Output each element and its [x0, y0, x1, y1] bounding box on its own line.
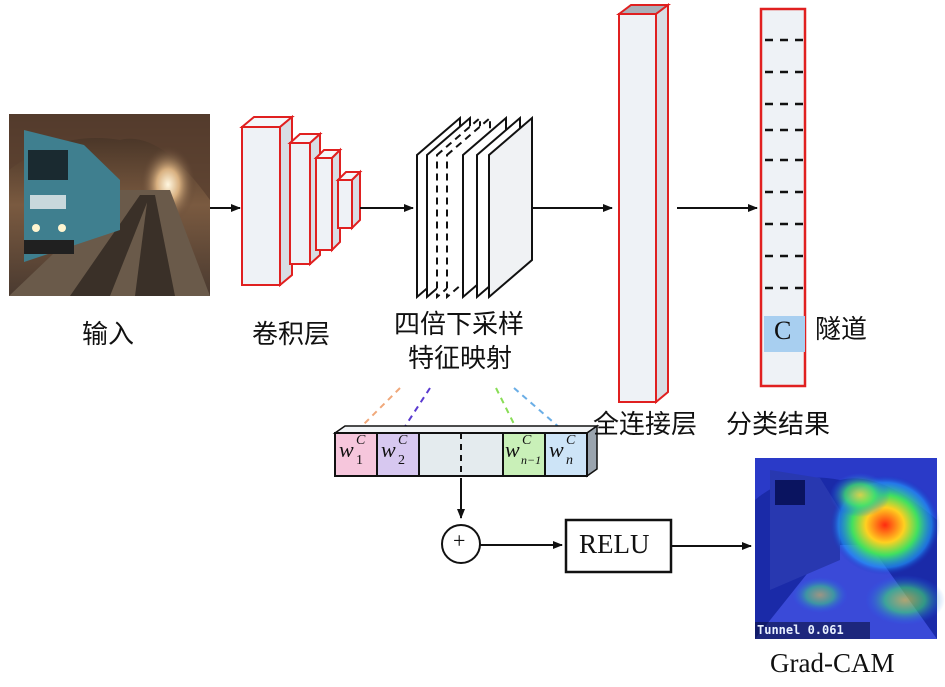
- label-result: 分类结果: [726, 410, 831, 440]
- weight-connectors: [359, 387, 561, 429]
- result-slot-dashes: [765, 38, 805, 290]
- conv-block-4: [335, 169, 363, 231]
- conv-block-3: [313, 147, 343, 253]
- fc-layer-block: [616, 3, 671, 405]
- label-fc: 全连接层: [593, 410, 698, 440]
- weight-cell-w2: [376, 432, 420, 477]
- heatmap-overlay-text: Tunnel 0.061: [757, 623, 844, 637]
- conv-block-1: [239, 114, 295, 288]
- feature-map-stack: [416, 115, 533, 300]
- class-highlight-cell: [764, 316, 805, 352]
- input-image: [9, 114, 210, 296]
- label-gradcam: Grad-CAM: [770, 648, 895, 678]
- plus-sign: +: [453, 528, 466, 553]
- label-downsample-line2: 特征映射: [408, 344, 513, 374]
- conv-layer-blocks: [239, 114, 363, 288]
- label-class-name: 隧道: [815, 315, 868, 345]
- label-conv: 卷积层: [252, 320, 331, 350]
- weight-cell-wn: [544, 432, 588, 477]
- result-column: [759, 7, 807, 388]
- gradcam-image: [755, 458, 945, 639]
- weight-cell-w1: [334, 432, 378, 477]
- weight-cell-wn1: [502, 432, 546, 477]
- class-letter: C: [774, 316, 792, 345]
- relu-box: [564, 518, 673, 574]
- label-input: 输入: [82, 320, 135, 350]
- weight-vector: [332, 424, 600, 478]
- relu-label: RELU: [579, 529, 650, 559]
- label-downsample-line1: 四倍下采样: [394, 310, 525, 340]
